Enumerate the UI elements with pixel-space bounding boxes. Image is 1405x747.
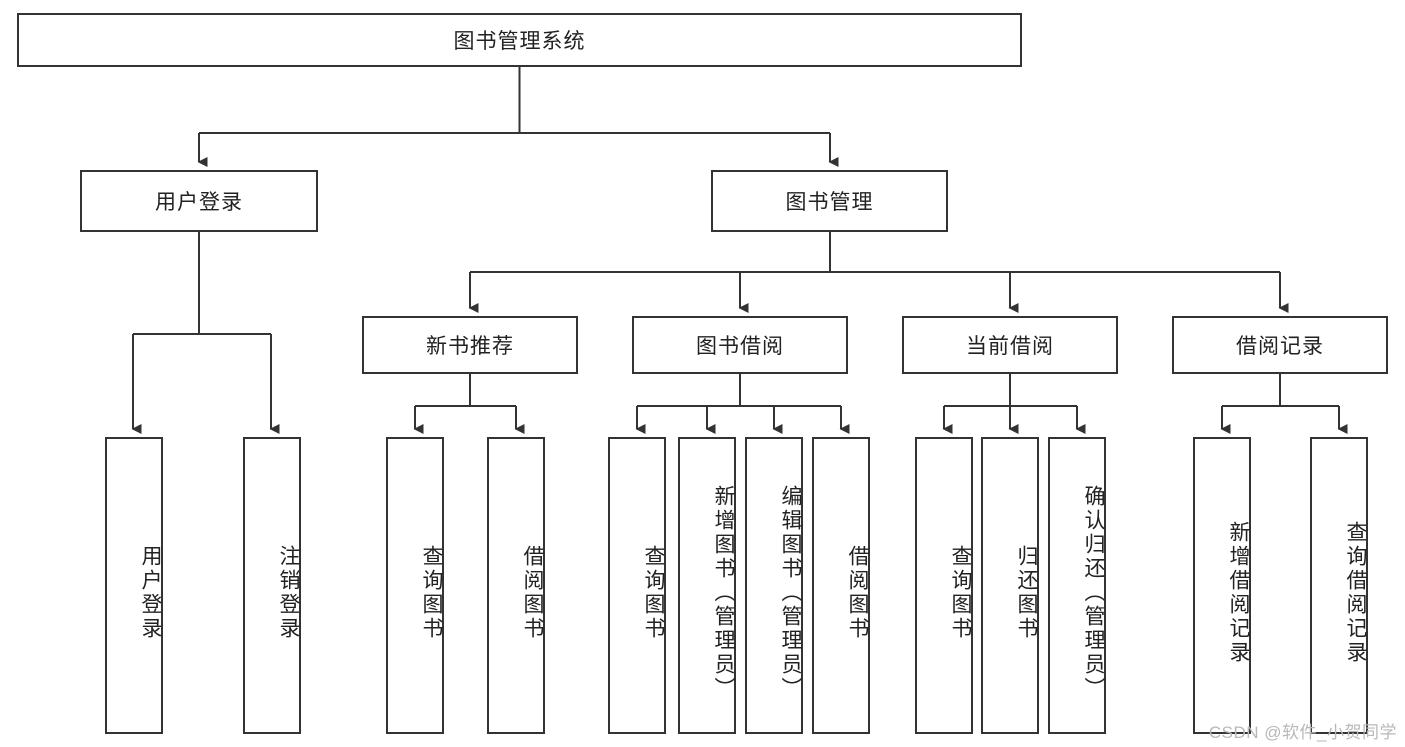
node-label: 图书管理系统 bbox=[453, 30, 586, 53]
node-label: 当前借阅 bbox=[966, 335, 1054, 358]
leaf-query-book-2[interactable]: 查询图书 bbox=[608, 437, 666, 734]
node-label: 借阅记录 bbox=[1236, 335, 1324, 358]
node-label: 编辑图书（管理员） bbox=[779, 484, 802, 701]
leaf-query-borrow-record[interactable]: 查询借阅记录 bbox=[1310, 437, 1368, 734]
node-label: 新增图书（管理员） bbox=[712, 484, 735, 701]
leaf-query-book-3[interactable]: 查询图书 bbox=[915, 437, 973, 734]
node-label: 注销登录 bbox=[277, 544, 300, 641]
leaf-add-borrow-record[interactable]: 新增借阅记录 bbox=[1193, 437, 1251, 734]
node-label: 查询图书 bbox=[420, 544, 443, 641]
node-label: 新书推荐 bbox=[426, 335, 514, 358]
csdn-watermark: CSDN @软件_小贺同学 bbox=[1208, 723, 1397, 742]
leaf-borrow-book-1[interactable]: 借阅图书 bbox=[487, 437, 545, 734]
node-label: 新增借阅记录 bbox=[1227, 520, 1250, 665]
leaf-borrow-book-2[interactable]: 借阅图书 bbox=[812, 437, 870, 734]
node-label: 用户登录 bbox=[155, 191, 243, 214]
node-label: 借阅图书 bbox=[521, 544, 544, 641]
node-label: 图书借阅 bbox=[696, 335, 784, 358]
leaf-query-book-1[interactable]: 查询图书 bbox=[386, 437, 444, 734]
node-user-login[interactable]: 用户登录 bbox=[80, 170, 318, 232]
node-label: 查询图书 bbox=[642, 544, 665, 641]
node-label: 归还图书 bbox=[1015, 544, 1038, 641]
node-borrow-record[interactable]: 借阅记录 bbox=[1172, 316, 1388, 374]
leaf-user-login[interactable]: 用户登录 bbox=[105, 437, 163, 734]
node-system-root[interactable]: 图书管理系统 bbox=[17, 13, 1022, 67]
node-label: 图书管理 bbox=[785, 191, 874, 214]
node-new-book-recommend[interactable]: 新书推荐 bbox=[362, 316, 578, 374]
node-book-management[interactable]: 图书管理 bbox=[711, 170, 948, 232]
node-label: 借阅图书 bbox=[846, 544, 869, 641]
leaf-return-book[interactable]: 归还图书 bbox=[981, 437, 1039, 734]
leaf-logout[interactable]: 注销登录 bbox=[243, 437, 301, 734]
node-label: 查询图书 bbox=[949, 544, 972, 641]
leaf-add-book[interactable]: 新增图书（管理员） bbox=[678, 437, 736, 734]
node-label: 用户登录 bbox=[139, 544, 162, 641]
node-label: 确认归还（管理员） bbox=[1082, 484, 1105, 701]
leaf-confirm-return[interactable]: 确认归还（管理员） bbox=[1048, 437, 1106, 734]
node-book-borrow[interactable]: 图书借阅 bbox=[632, 316, 848, 374]
node-label: 查询借阅记录 bbox=[1344, 520, 1367, 665]
node-current-borrow[interactable]: 当前借阅 bbox=[902, 316, 1118, 374]
leaf-edit-book[interactable]: 编辑图书（管理员） bbox=[745, 437, 803, 734]
